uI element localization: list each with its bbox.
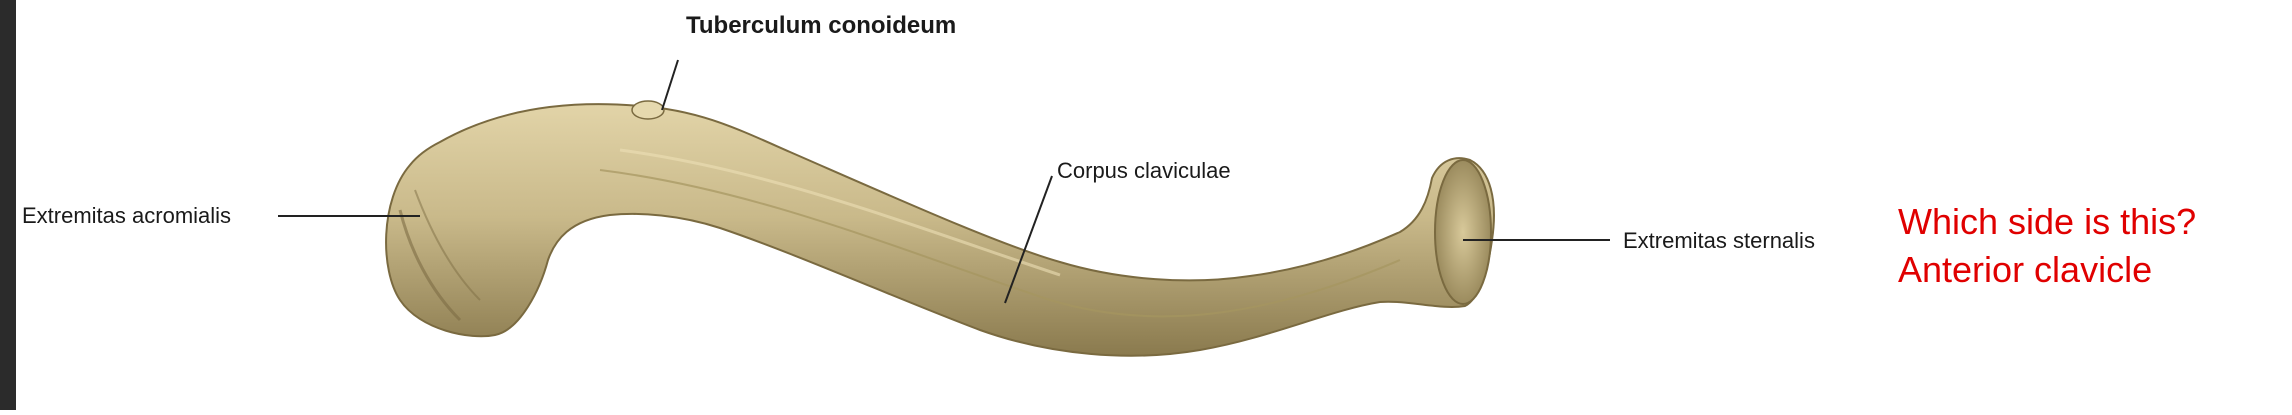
label-tuberculum-conoideum: Tuberculum conoideum bbox=[686, 12, 957, 39]
conoid-tubercle bbox=[631, 100, 665, 120]
label-corpus-claviculae: Corpus claviculae bbox=[1057, 158, 1231, 183]
acromial-end-texture-2 bbox=[414, 189, 481, 301]
leader-line-corpus bbox=[1004, 175, 1053, 304]
label-extremitas-sternalis: Extremitas sternalis bbox=[1623, 228, 1815, 253]
label-extremitas-acromialis: Extremitas acromialis bbox=[22, 203, 232, 228]
sternal-end-face bbox=[1434, 159, 1492, 305]
question-line-1: Which side is this? bbox=[1898, 201, 2197, 242]
acromial-end-texture bbox=[398, 209, 462, 322]
question-annotation: Which side is this? Anterior clavicle bbox=[1898, 198, 2196, 294]
question-line-2: Anterior clavicle bbox=[1898, 249, 2153, 290]
clavicle-bone bbox=[385, 103, 1495, 357]
left-edge-bar bbox=[0, 0, 16, 410]
bone-ridge-2 bbox=[619, 148, 1061, 277]
bone-ridge bbox=[599, 169, 1401, 318]
leader-line-tuberculum bbox=[661, 59, 679, 111]
